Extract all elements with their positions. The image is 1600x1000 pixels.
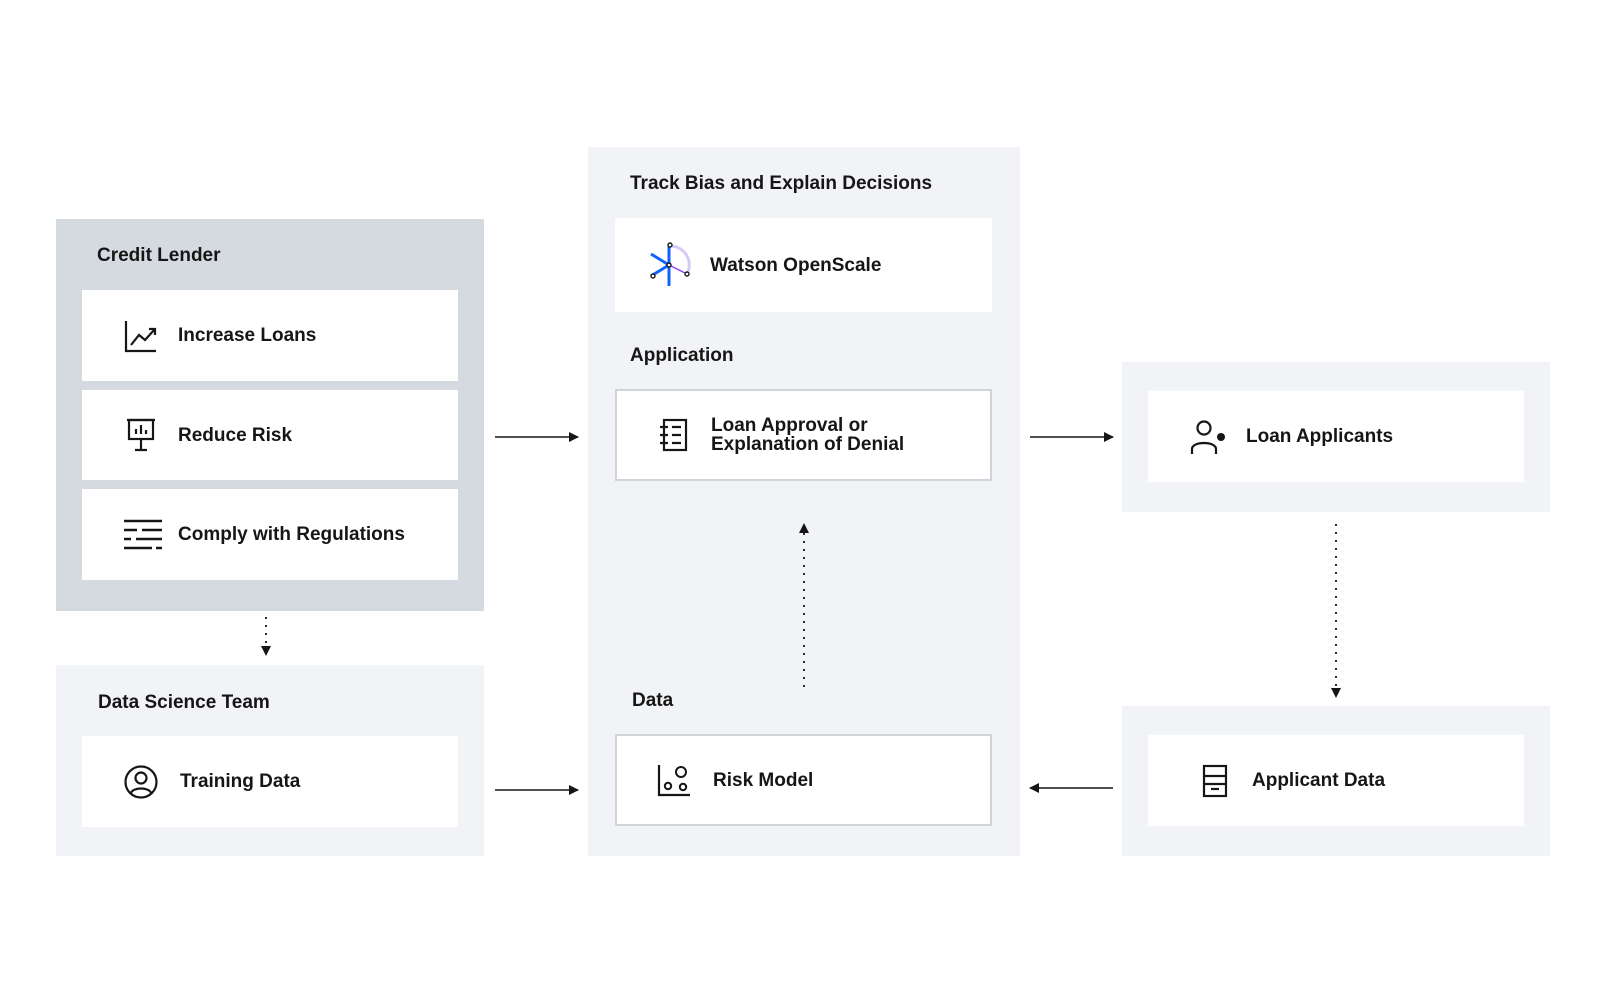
credit-lender-title: Credit Lender bbox=[97, 245, 221, 266]
training-data-card: Training Data bbox=[82, 736, 458, 827]
scatter-model-icon bbox=[657, 763, 691, 797]
applicant-data-card: Applicant Data bbox=[1148, 735, 1524, 826]
applicant-data-panel: Applicant Data bbox=[1122, 706, 1550, 856]
document-list-icon bbox=[659, 418, 689, 452]
user-circle-icon bbox=[124, 764, 158, 799]
comply-regulations-label: Comply with Regulations bbox=[178, 524, 405, 545]
credit-lender-panel: Credit Lender Increase Loans R bbox=[56, 219, 484, 611]
user-status-icon bbox=[1190, 419, 1226, 455]
data-title: Data bbox=[632, 690, 674, 711]
watson-openscale-logo bbox=[649, 242, 693, 288]
risk-model-card: Risk Model bbox=[615, 734, 992, 826]
training-data-label: Training Data bbox=[180, 771, 301, 792]
track-bias-panel: Track Bias and Explain Decisions Watson … bbox=[588, 147, 1020, 856]
watson-openscale-label: Watson OpenScale bbox=[710, 254, 882, 276]
data-science-team-panel: Data Science Team Training Data bbox=[56, 665, 484, 856]
data-science-team-title: Data Science Team bbox=[98, 692, 270, 713]
increase-loans-label: Increase Loans bbox=[178, 325, 317, 346]
presentation-chart-icon bbox=[126, 418, 156, 452]
applicant-data-label: Applicant Data bbox=[1252, 770, 1386, 791]
loan-approval-line1: Loan Approval or bbox=[711, 415, 868, 436]
storage-icon bbox=[1202, 764, 1228, 798]
reduce-risk-label: Reduce Risk bbox=[178, 424, 293, 446]
watson-openscale-card: Watson OpenScale bbox=[615, 218, 992, 312]
application-title: Application bbox=[630, 345, 734, 366]
loan-approval-label: Loan Approval or Explanation of Denial bbox=[711, 416, 904, 454]
line-chart-icon bbox=[124, 319, 158, 353]
loan-applicants-panel: Loan Applicants bbox=[1122, 362, 1550, 512]
track-bias-title: Track Bias and Explain Decisions bbox=[630, 173, 933, 194]
text-lines-icon bbox=[124, 519, 162, 551]
risk-model-label: Risk Model bbox=[713, 769, 814, 791]
reduce-risk-card: Reduce Risk bbox=[82, 390, 458, 480]
loan-approval-card: Loan Approval or Explanation of Denial bbox=[615, 389, 992, 481]
loan-applicants-card: Loan Applicants bbox=[1148, 391, 1524, 482]
loan-applicants-label: Loan Applicants bbox=[1246, 426, 1394, 447]
increase-loans-card: Increase Loans bbox=[82, 290, 458, 381]
comply-regulations-card: Comply with Regulations bbox=[82, 489, 458, 580]
loan-approval-line2: Explanation of Denial bbox=[711, 434, 905, 455]
